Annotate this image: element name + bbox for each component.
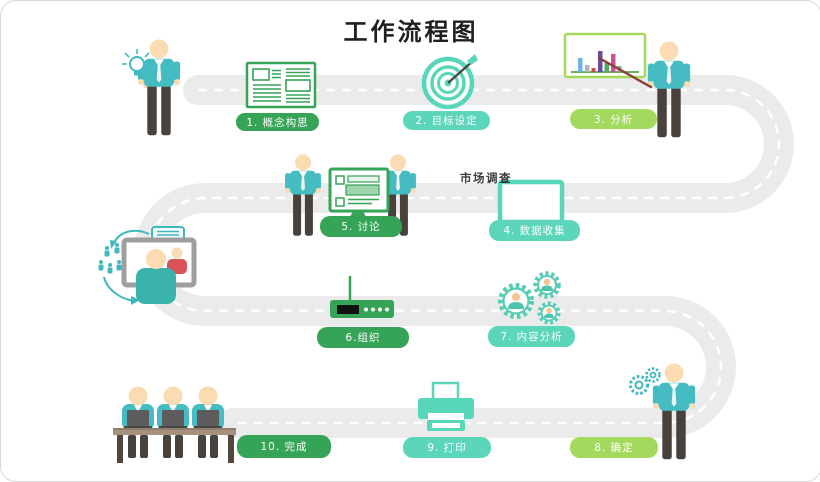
printer-icon	[418, 381, 474, 431]
whiteboard-chart-icon	[563, 32, 647, 79]
step-pill-2: 2. 目标设定	[403, 111, 490, 130]
gear-top-right	[533, 271, 561, 299]
road-center-dashes	[147, 88, 781, 425]
cycle-arrow-bottom	[103, 276, 135, 302]
newspaper-icon	[245, 61, 317, 109]
step-pill-5: 5. 讨论	[320, 216, 402, 237]
step-pill-4: 4. 数据收集	[489, 220, 580, 241]
lightbulb-icon	[122, 49, 152, 76]
step-pill-8: 8. 确定	[570, 437, 658, 458]
step-pill-1: 1. 概念构思	[236, 113, 319, 131]
step-pill-9: 9. 打印	[403, 437, 491, 458]
cycle-arrow-top	[113, 229, 150, 244]
step-pill-10: 10. 完成	[237, 435, 331, 458]
step-pill-7: 7. 内容分析	[488, 326, 575, 347]
road	[133, 75, 794, 438]
meeting-table-icon	[113, 386, 236, 463]
seated-person-3	[192, 386, 224, 458]
table-leg-right	[228, 435, 234, 463]
presentation-person	[597, 41, 691, 138]
router-icon	[330, 276, 394, 318]
person-with-gears	[629, 363, 696, 460]
gear-large	[498, 283, 534, 319]
table-top	[113, 428, 236, 435]
step-pill-6: 6.组织	[317, 327, 409, 348]
video-conference-icon	[98, 226, 197, 305]
gears-icon	[629, 367, 661, 395]
team-gears-icon	[498, 271, 561, 325]
market-research-label: 市场调查	[460, 171, 512, 185]
step-pill-3: 3. 分析	[570, 109, 657, 129]
pointer-stick	[597, 56, 653, 89]
viewer-person-icon	[136, 249, 176, 304]
seated-person-1	[122, 386, 154, 458]
page-title: 工作流程图	[343, 18, 479, 46]
gear-bottom-right	[537, 301, 561, 325]
table-leg-left	[117, 435, 123, 463]
seated-person-2	[157, 386, 189, 458]
target-icon	[421, 54, 478, 110]
idea-person	[122, 39, 181, 136]
